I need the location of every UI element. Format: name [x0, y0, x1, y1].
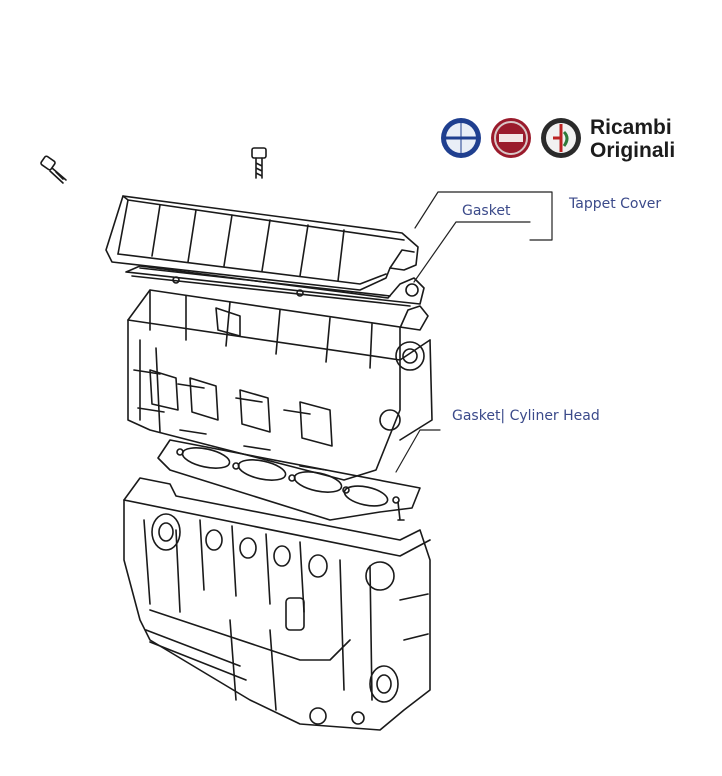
bolt-left-icon [40, 155, 67, 184]
brand-line-2: Originali [590, 139, 676, 162]
cylinder-head-gasket-label: Gasket| Cyliner Head [452, 408, 600, 424]
gasket-leader [413, 221, 531, 283]
gasket-label: Gasket [462, 203, 511, 219]
leader-lines [395, 191, 553, 473]
bolt-top-icon [251, 147, 267, 179]
head-gasket-part [157, 439, 421, 521]
brand-text: Ricambi Originali [590, 116, 675, 162]
head-gasket-leader [395, 429, 441, 473]
tappet-cover-leader [414, 191, 553, 241]
tappet-gasket-part [125, 265, 425, 307]
fiat-logo [491, 118, 531, 158]
brand-line-1: Ricambi [590, 116, 672, 139]
tappet-cover-part [105, 195, 419, 291]
alfa-romeo-logo [541, 118, 581, 158]
tappet-cover-label: Tappet Cover [569, 196, 662, 212]
engine-block-part [123, 477, 431, 731]
lancia-logo [441, 118, 481, 158]
cylinder-head-part [127, 289, 433, 481]
brand-logo-block: Ricambi Originali [440, 114, 690, 170]
